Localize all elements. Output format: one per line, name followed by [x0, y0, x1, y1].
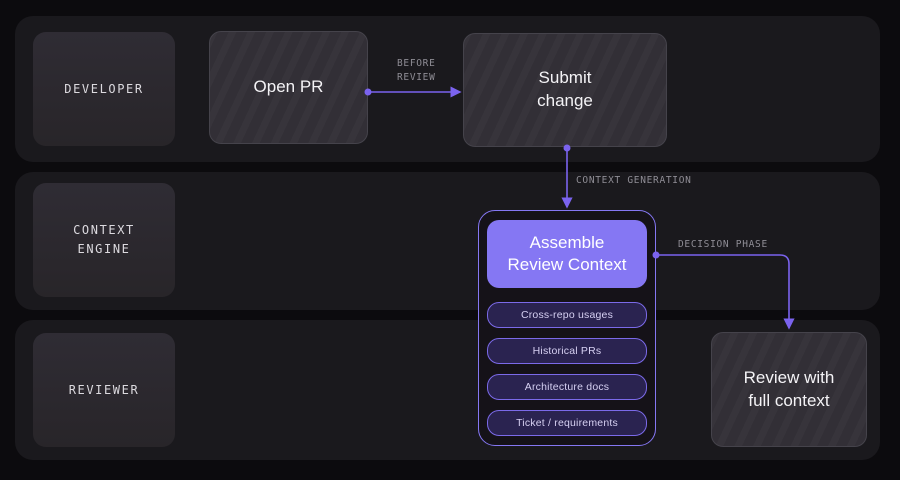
- context-item-architecture-docs: Architecture docs: [487, 374, 647, 400]
- node-submit-change-label: Submit change: [537, 68, 593, 110]
- node-assemble-review-context: Assemble Review Context: [487, 220, 647, 288]
- lane-label-context-engine: CONTEXT ENGINE: [73, 223, 135, 256]
- edge-label-decision-phase: DECISION PHASE: [678, 239, 768, 250]
- context-item-ticket-requirements: Ticket / requirements: [487, 410, 647, 436]
- node-open-pr: Open PR: [209, 31, 368, 144]
- node-open-pr-label: Open PR: [253, 77, 324, 97]
- lane-labelbox-context-engine: CONTEXT ENGINE: [33, 183, 175, 297]
- lane-label-developer: DEVELOPER: [64, 81, 144, 96]
- node-review-with-full-context: Review with full context: [711, 332, 867, 447]
- lane-labelbox-developer: DEVELOPER: [33, 32, 175, 146]
- node-review-label: Review with full context: [743, 367, 835, 410]
- node-submit-change: Submit change: [463, 33, 667, 147]
- context-group: Assemble Review Context Cross-repo usage…: [478, 210, 656, 446]
- lane-label-reviewer: REVIEWER: [68, 382, 140, 397]
- lane-labelbox-reviewer: REVIEWER: [33, 333, 175, 447]
- context-item-historical-prs: Historical PRs: [487, 338, 647, 364]
- context-item-cross-repo-usages: Cross-repo usages: [487, 302, 647, 328]
- edge-label-before-review: BEFORE REVIEW: [397, 58, 436, 84]
- edge-label-context-generation: CONTEXT GENERATION: [576, 175, 692, 186]
